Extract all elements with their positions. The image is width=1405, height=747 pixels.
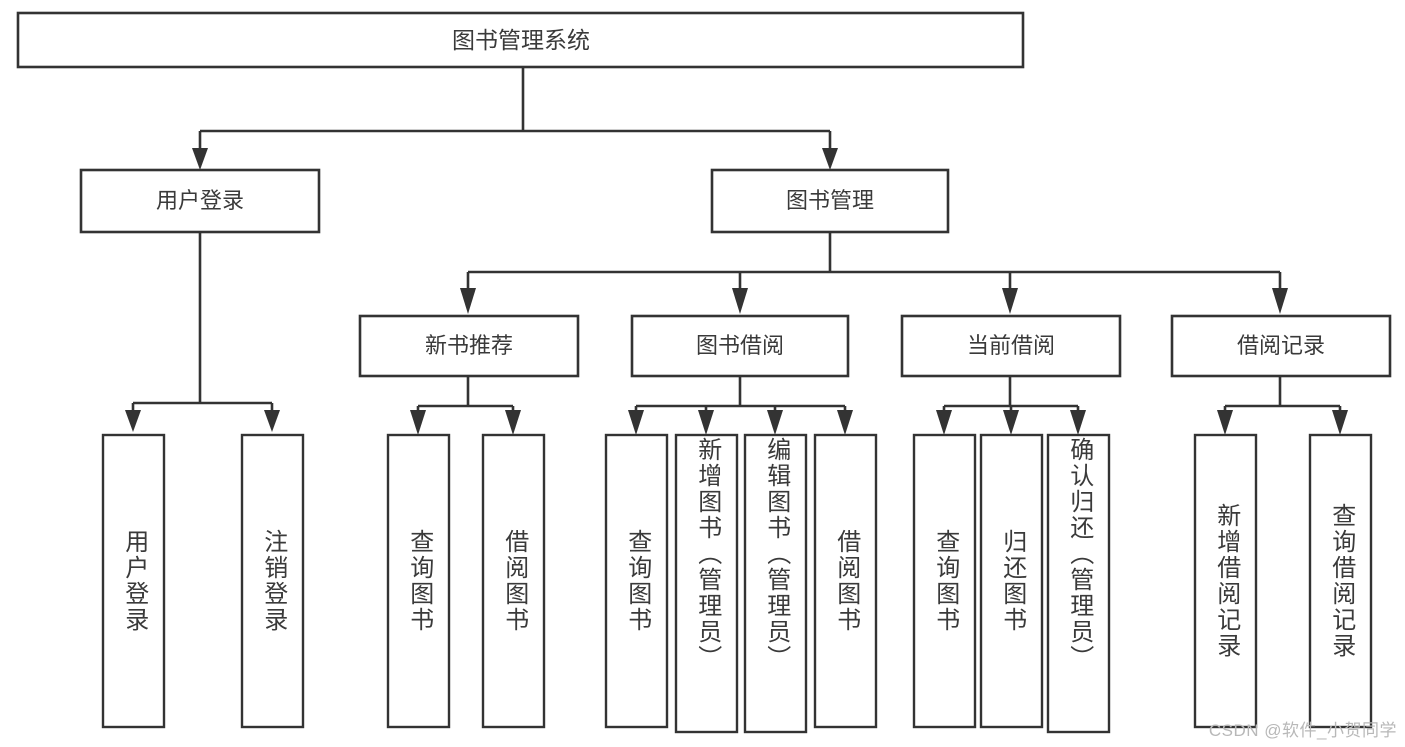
node-root[interactable]: 图书管理系统: [16, 11, 1025, 69]
node-layer: 图书管理系统 用户登录 图书管理 新书推荐 图书借阅 当前: [16, 11, 1392, 734]
arrowhead-leaf-query-book-2: [628, 410, 644, 435]
leaf-box-query-book-3[interactable]: [912, 433, 977, 729]
arrowhead-leaf-logout: [264, 410, 280, 432]
leaf-box-edit-book[interactable]: [743, 433, 808, 734]
leaf-box-borrow-book-1[interactable]: [481, 433, 546, 729]
arrowhead-leaf-add-book: [698, 410, 714, 435]
leaf-box-query-book-1[interactable]: [386, 433, 451, 729]
arrowhead-borrowrecord: [1272, 288, 1288, 314]
node-user-login[interactable]: 用户登录: [79, 168, 321, 234]
arrowhead-leaf-query-record: [1332, 410, 1348, 435]
leaf-box-confirm-return[interactable]: [1046, 433, 1111, 734]
arrowhead-bookborrow: [732, 288, 748, 314]
leaf-box-query-record[interactable]: [1308, 433, 1373, 729]
node-book-mgmt-box[interactable]: [710, 168, 950, 234]
arrowhead-currentborrow: [1002, 288, 1018, 314]
node-new-book-rec-box[interactable]: [358, 314, 580, 378]
arrowhead-leaf-borrow-book-1: [505, 410, 521, 435]
arrowhead-leaf-add-record: [1217, 410, 1233, 435]
node-current-borrow-box[interactable]: [900, 314, 1122, 378]
arrowhead-leaf-query-book-3: [936, 410, 952, 435]
leaf-box-add-record[interactable]: [1193, 433, 1258, 729]
leaf-box-borrow-book-2[interactable]: [813, 433, 878, 729]
leaf-box-return-book[interactable]: [979, 433, 1044, 729]
node-new-book-rec[interactable]: 新书推荐: [358, 314, 580, 378]
arrowhead-newbookrec: [460, 288, 476, 314]
node-book-borrow-label: 图书借阅: [696, 333, 784, 358]
arrowhead-leaf-confirm-return: [1070, 410, 1086, 435]
node-book-borrow-box[interactable]: [630, 314, 850, 378]
node-book-mgmt-label: 图书管理: [786, 188, 874, 213]
node-root-label: 图书管理系统: [452, 27, 590, 53]
arrowhead-bookmgmt: [822, 148, 838, 170]
node-book-borrow[interactable]: 图书借阅: [630, 314, 850, 378]
leaf-box-user-login[interactable]: [101, 433, 166, 729]
watermark-text: CSDN @软件_小贺同学: [1208, 721, 1397, 740]
node-borrow-record-box[interactable]: [1170, 314, 1392, 378]
node-borrow-record[interactable]: 借阅记录: [1170, 314, 1392, 378]
node-borrow-record-label: 借阅记录: [1237, 333, 1325, 358]
leaf-box-logout[interactable]: [240, 433, 305, 729]
arrowhead-leaf-user-login: [125, 410, 141, 432]
connector-layer: [125, 67, 1348, 435]
node-user-login-label: 用户登录: [156, 188, 244, 213]
leaf-box-query-book-2[interactable]: [604, 433, 669, 729]
arrowhead-leaf-borrow-book-2: [837, 410, 853, 435]
node-current-borrow-label: 当前借阅: [967, 333, 1055, 358]
node-root-box[interactable]: [16, 11, 1025, 69]
node-new-book-rec-label: 新书推荐: [425, 333, 513, 358]
node-user-login-box[interactable]: [79, 168, 321, 234]
node-current-borrow[interactable]: 当前借阅: [900, 314, 1122, 378]
arrowhead-leaf-return-book: [1003, 410, 1019, 435]
arrowhead-userlogin: [192, 148, 208, 170]
arrowhead-leaf-edit-book: [767, 410, 783, 435]
arrowhead-leaf-query-book-1: [410, 410, 426, 435]
leaf-box-add-book[interactable]: [674, 433, 739, 734]
node-book-mgmt[interactable]: 图书管理: [710, 168, 950, 234]
